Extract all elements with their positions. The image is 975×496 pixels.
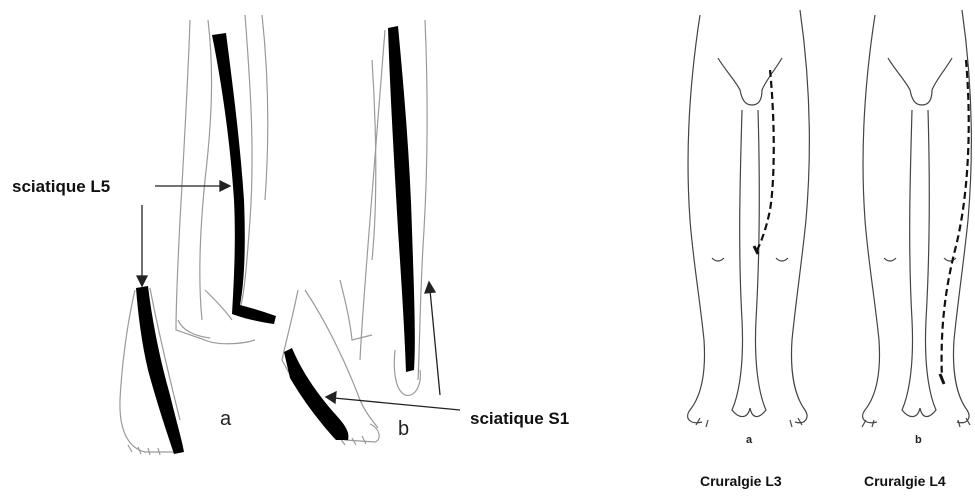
arrowhead-icon (220, 181, 230, 191)
arrowhead-icon (326, 392, 336, 403)
l4-end-mark (940, 374, 944, 384)
arrow-s1-foot (334, 398, 460, 410)
s1-leg-band (388, 26, 415, 372)
arrowhead-icon (137, 276, 147, 286)
label-panel-a-left: a (220, 408, 232, 430)
sciatica-nerve-bands (136, 26, 415, 454)
cruralgia-figure (688, 10, 972, 427)
cruralgia-annotations: a b Cruralgie L3 Cruralgie L4 (700, 434, 946, 489)
arrow-s1-leg (430, 290, 440, 395)
caption-cruralgie-l4: Cruralgie L4 (864, 473, 946, 489)
label-panel-a-right: a (746, 434, 753, 446)
label-panel-b-right: b (915, 434, 922, 446)
label-sciatique-l5: sciatique L5 (12, 177, 110, 196)
sciatica-annotations: sciatique L5 sciatique S1 a b (12, 177, 569, 440)
label-sciatique-s1: sciatique S1 (470, 409, 569, 428)
arrowhead-icon (425, 282, 435, 293)
caption-cruralgie-l3: Cruralgie L3 (700, 473, 782, 489)
body-b-outline (862, 10, 971, 427)
label-panel-b-left: b (398, 418, 409, 440)
body-a-outline (688, 10, 810, 427)
s1-foot-band (284, 348, 348, 440)
